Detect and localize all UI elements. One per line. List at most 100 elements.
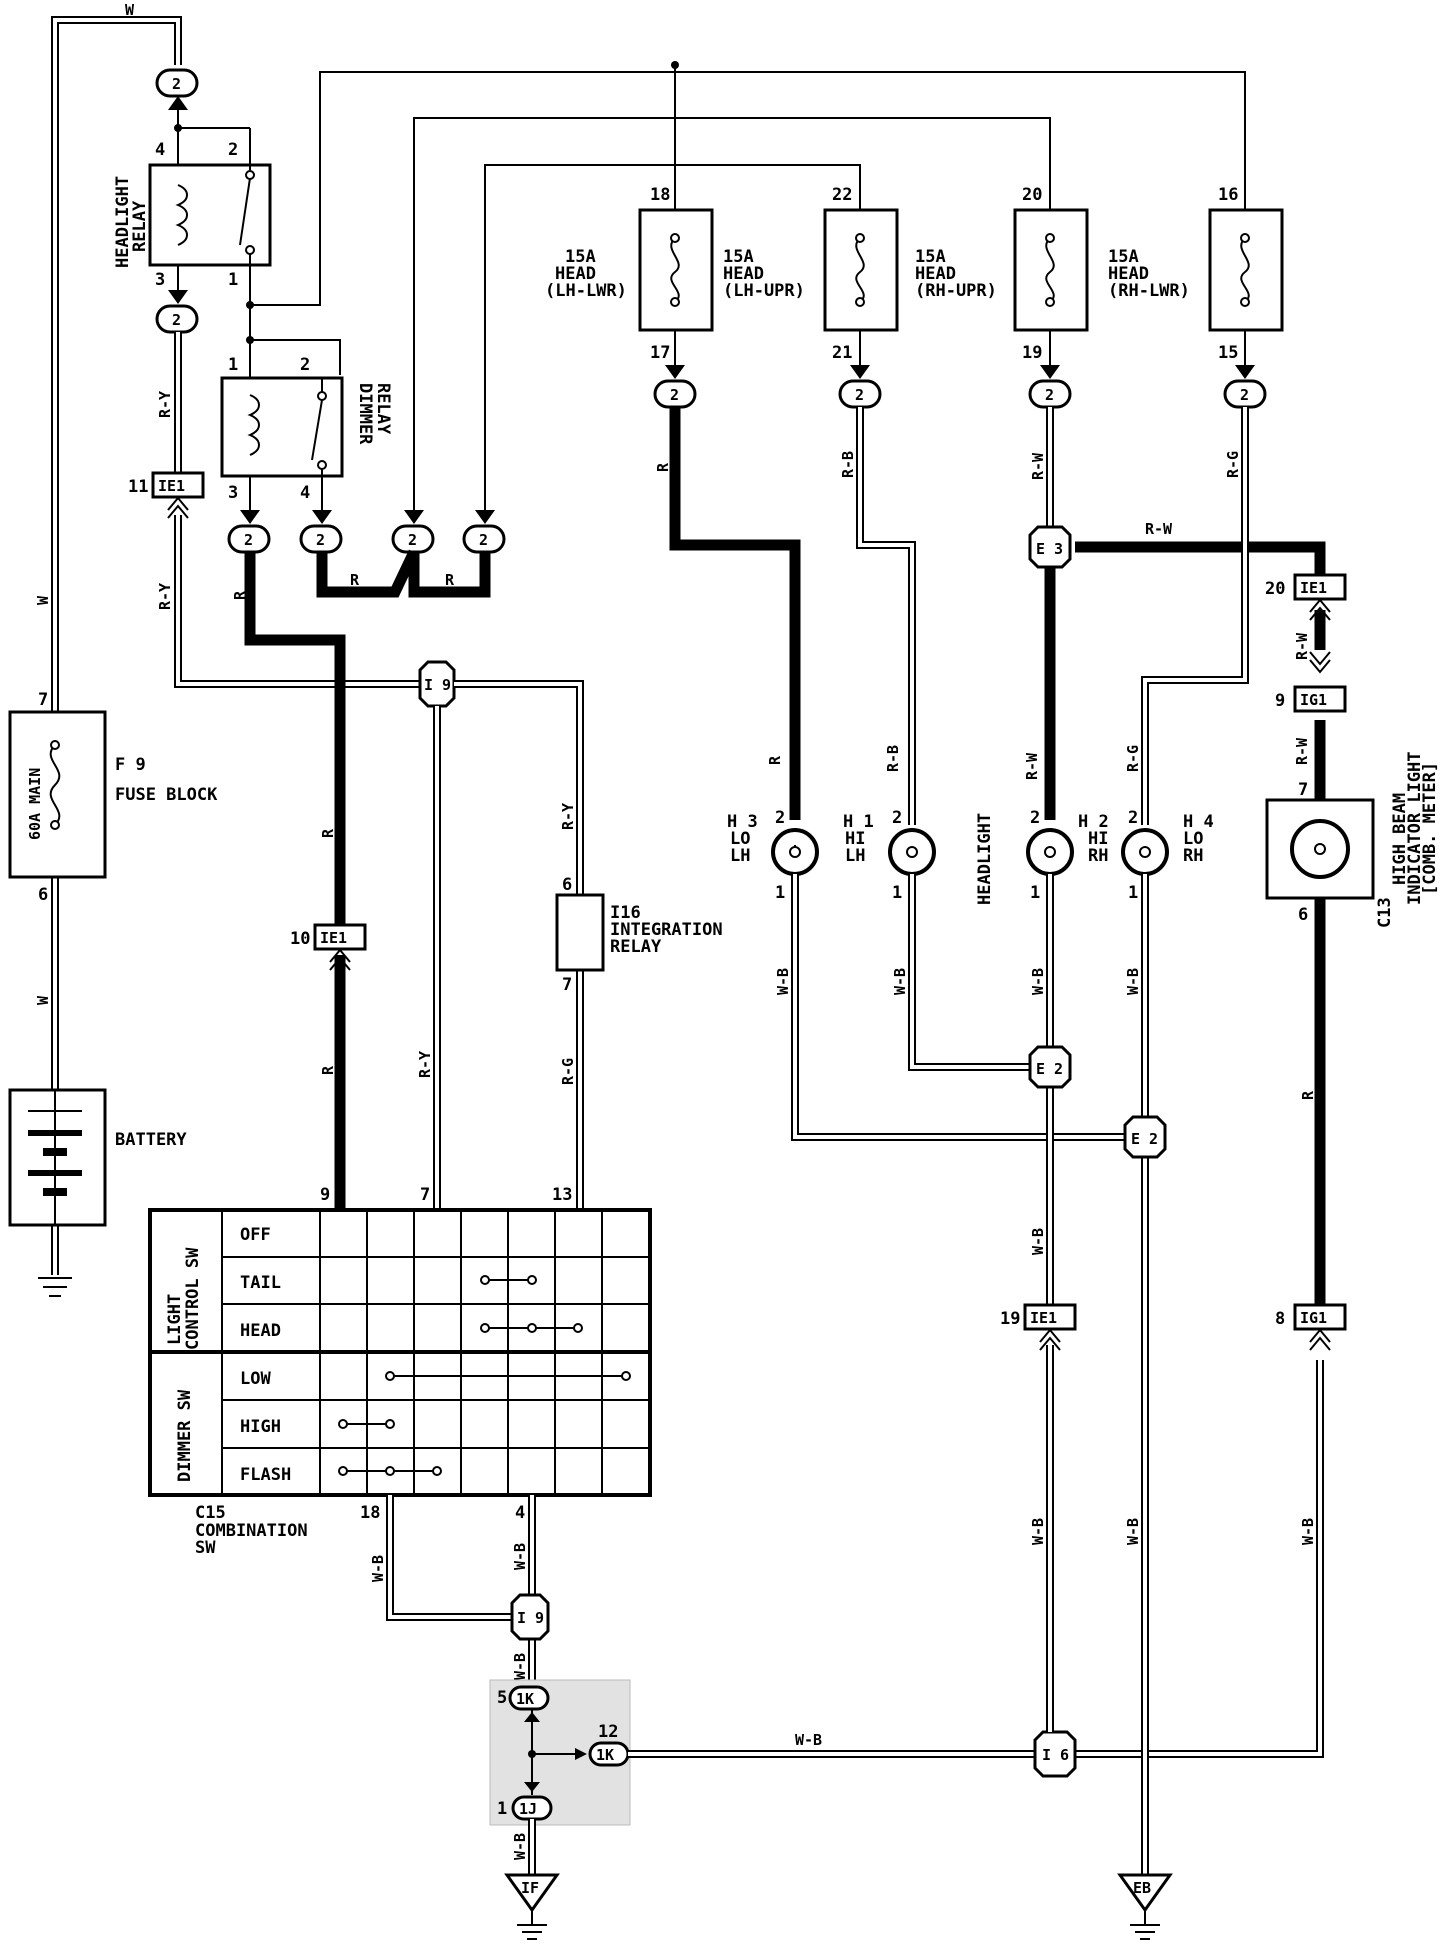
wire-label-r-a: R xyxy=(350,571,360,589)
sw-row-low: LOW xyxy=(240,1369,271,1389)
svg-text:E 3: E 3 xyxy=(1036,540,1063,558)
wire-label-wb-7: W-B xyxy=(774,968,792,995)
indicator-l1: HIGH BEAM xyxy=(1390,793,1410,885)
svg-text:1J: 1J xyxy=(519,1800,537,1818)
wire-label-rg-2: R-G xyxy=(1224,451,1242,478)
integration-relay-pin-6: 6 xyxy=(562,875,572,895)
sw-row-tail: TAIL xyxy=(240,1273,281,1293)
fuse1-pin-top: 18 xyxy=(650,185,670,205)
wire-label-wb-8: W-B xyxy=(891,968,909,995)
connector-2-d: 2 xyxy=(299,510,343,554)
headlight-relay-pin-3: 3 xyxy=(155,270,165,290)
connector-ig1-9: IG1 xyxy=(1293,651,1347,713)
fuse-block-ref: F 9 xyxy=(115,755,146,775)
wire-label-r-c: R xyxy=(231,590,249,600)
headlight-relay-pin-2: 2 xyxy=(228,140,238,160)
headlight-relay-label-2: RELAY xyxy=(130,200,150,252)
wire-ry-i9 xyxy=(433,680,584,1210)
wire-label-rw-2: R-W xyxy=(1023,752,1041,780)
wire-wb-bottom-bus xyxy=(628,1360,1324,1758)
h1-l2: LH xyxy=(845,846,865,866)
svg-text:E 2: E 2 xyxy=(1036,1060,1063,1078)
fuse-60a-label: 60A MAIN xyxy=(26,768,44,840)
wire-label-r-e: R xyxy=(319,1065,337,1075)
wire-relay-bus xyxy=(246,61,1246,375)
ground-eb-icon: EB xyxy=(1117,1873,1173,1940)
contacts-tail xyxy=(480,1275,537,1285)
svg-text:2: 2 xyxy=(1045,386,1054,404)
integration-relay-pin-7: 7 xyxy=(562,975,572,995)
dimmer-relay-pin-2: 2 xyxy=(300,355,310,375)
svg-text:IE1: IE1 xyxy=(158,477,185,495)
integration-relay xyxy=(555,893,605,972)
contacts-high xyxy=(338,1419,395,1429)
svg-text:2: 2 xyxy=(408,531,417,549)
wire-label-ry-2: R-Y xyxy=(156,583,174,610)
pin-19: 19 xyxy=(1000,1309,1020,1329)
wire-label-rw-4: R-W xyxy=(1293,632,1311,660)
svg-text:I 9: I 9 xyxy=(424,676,451,694)
svg-text:E 2: E 2 xyxy=(1131,1130,1158,1148)
sw-row-head: HEAD xyxy=(240,1321,281,1341)
headlight-h4 xyxy=(1121,828,1169,876)
splice-i9-top: I 9 xyxy=(418,660,456,708)
dimmer-relay xyxy=(220,320,344,510)
wire-label-rw-5: R-W xyxy=(1293,737,1311,765)
headlight-relay-pin-4: 4 xyxy=(155,140,165,160)
svg-text:2: 2 xyxy=(855,386,864,404)
h4-pin-top: 2 xyxy=(1128,808,1138,828)
sw-pin-13: 13 xyxy=(552,1185,572,1205)
battery-label: BATTERY xyxy=(115,1130,187,1150)
wire-label-wb-11: W-B xyxy=(1029,1228,1047,1255)
pin-10: 10 xyxy=(290,929,310,949)
wire-label-rw-1: R-W xyxy=(1029,452,1047,480)
dimmer-relay-pin-3: 3 xyxy=(228,483,238,503)
dimmer-relay-label-1: DIMMER xyxy=(355,383,375,445)
h3-ref: H 3 xyxy=(727,812,758,832)
indicator-l2: INDICATOR LIGHT xyxy=(1405,751,1425,905)
fuse-rh-upr: 2 xyxy=(1013,208,1089,409)
fuse-rh-lwr: 2 xyxy=(1208,208,1284,409)
junction-block-shaded: 1K 1K 1J xyxy=(489,1679,631,1826)
h2-l1: HI xyxy=(1088,829,1108,849)
svg-text:IE1: IE1 xyxy=(320,929,347,947)
indicator-ref: C13 xyxy=(1375,897,1395,928)
h3-l1: LO xyxy=(730,829,750,849)
h1-pin-top: 2 xyxy=(892,808,902,828)
wire-label-wb-5: W-B xyxy=(795,1731,822,1749)
h2-l2: RH xyxy=(1088,846,1108,866)
dimmer-relay-label-2: RELAY xyxy=(373,383,393,435)
svg-text:2: 2 xyxy=(172,311,181,329)
fuse4-amp: 15A xyxy=(1108,247,1139,267)
svg-text:IG1: IG1 xyxy=(1300,691,1327,709)
combination-sw-label-2: SW xyxy=(195,1538,216,1558)
svg-text:2: 2 xyxy=(1240,386,1249,404)
svg-text:IF: IF xyxy=(521,1879,539,1897)
connector-ig1-8: IG1 xyxy=(1293,1303,1347,1351)
connector-ie1-19: IE1 xyxy=(1023,1303,1077,1351)
sw-row-flash: FLASH xyxy=(240,1465,291,1485)
connector-2-b: 2 xyxy=(155,290,199,334)
headlight-h1 xyxy=(888,828,936,876)
wire-label-r-g: R xyxy=(766,755,784,765)
splice-i6: I 6 xyxy=(1033,1730,1077,1778)
svg-text:2: 2 xyxy=(244,531,253,549)
headlight-relay xyxy=(148,124,272,320)
pin-9: 9 xyxy=(1275,691,1285,711)
svg-text:I 9: I 9 xyxy=(517,1609,544,1627)
fuse1-name: HEAD xyxy=(555,264,596,284)
fuse-block-pin-out: 6 xyxy=(38,885,48,905)
fuse4-pin-top: 16 xyxy=(1218,185,1238,205)
h3-l2: LH xyxy=(730,846,750,866)
svg-text:IE1: IE1 xyxy=(1300,579,1327,597)
h1-ref: H 1 xyxy=(843,812,874,832)
fuse1-amp: 15A xyxy=(565,247,596,267)
fuse3-pin-bot: 19 xyxy=(1022,343,1042,363)
sw-pin-18: 18 xyxy=(360,1503,380,1523)
wire-rb-h1 xyxy=(856,407,916,825)
contacts-flash xyxy=(338,1466,442,1476)
h2-pin-bot: 1 xyxy=(1030,883,1040,903)
wire-label-wb-13: W-B xyxy=(1124,1518,1142,1545)
sw-group-light-a: LIGHT xyxy=(165,1294,185,1345)
wire-label-wb-6: W-B xyxy=(1299,1518,1317,1545)
